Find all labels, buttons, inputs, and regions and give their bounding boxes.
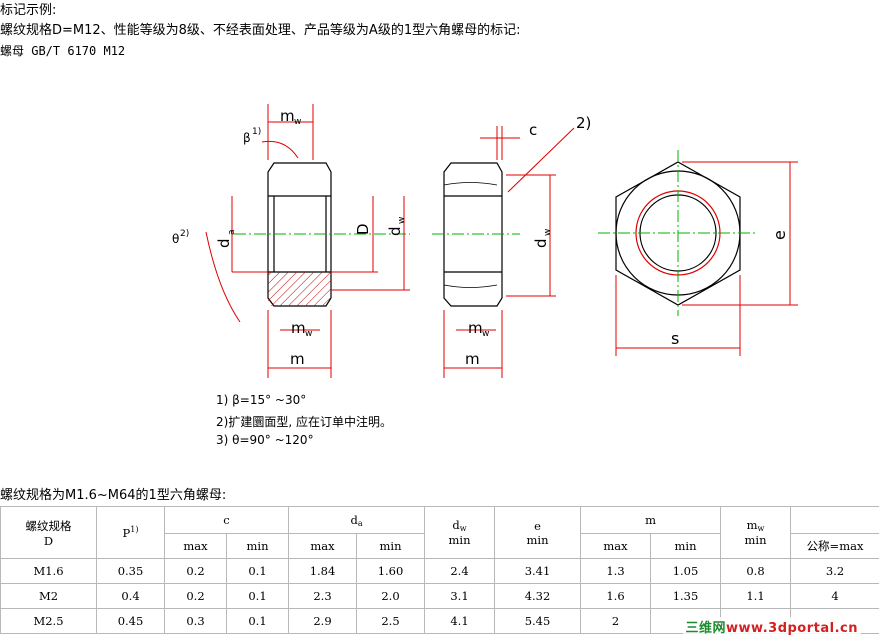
header-c: c <box>163 506 290 534</box>
table-cell: 4.32 <box>494 583 582 609</box>
label-theta: θ <box>172 232 179 246</box>
table-cell: 0.35 <box>96 558 165 584</box>
table-cell: 3.41 <box>494 558 582 584</box>
watermark: 三维网www.3dportal.cn <box>682 617 861 636</box>
header-da: da <box>288 506 426 534</box>
subheader-da-min: min <box>356 533 426 559</box>
subheader-m-max: max <box>580 533 652 559</box>
table-caption: 螺纹规格为M1.6~M64的1型六角螺母: <box>0 488 227 503</box>
label-mw-top: m <box>280 107 295 125</box>
table-header-row: 螺纹规格 D P1) c da dw min e min m mw min <box>0 506 879 559</box>
svg-text:1): 1) <box>252 127 261 137</box>
header-p: P1) <box>96 506 165 559</box>
table-cell: 2.0 <box>356 583 426 609</box>
label-dw-right: d <box>532 238 550 248</box>
table-cell: 2.4 <box>424 558 496 584</box>
hex-nut-drawing: m w β 1) θ 2) d a D d w m w m <box>172 104 798 378</box>
label-m-right: m <box>465 350 480 368</box>
svg-text:w: w <box>294 117 301 127</box>
spec-table: 螺纹规格 D P1) c da dw min e min m mw min ma… <box>0 506 879 634</box>
table-cell: M2.5 <box>0 608 97 634</box>
label-beta: β <box>243 131 251 145</box>
header-m: m <box>580 506 722 534</box>
table-cell: 2 <box>580 608 652 634</box>
subheader-c-max: max <box>164 533 227 559</box>
table-cell: M2 <box>0 583 97 609</box>
table-cell: 4 <box>790 583 879 609</box>
table-cell: 1.05 <box>650 558 722 584</box>
header-dw: dw min <box>424 506 496 559</box>
table-cell: 0.2 <box>164 558 227 584</box>
table-cell: 4.1 <box>424 608 496 634</box>
table-cell: 0.8 <box>720 558 792 584</box>
label-da: d <box>215 238 233 248</box>
label-m-left: m <box>290 350 305 368</box>
table-cell: 2.5 <box>356 608 426 634</box>
table-cell: 5.45 <box>494 608 582 634</box>
label-note-2: 2) <box>576 114 591 132</box>
table-cell: 1.6 <box>580 583 652 609</box>
label-mw-bottom: m <box>291 319 306 337</box>
label-dw-left: d <box>386 226 404 236</box>
header-s <box>790 506 879 534</box>
table-cell: 1.84 <box>288 558 358 584</box>
table-cell: 0.1 <box>225 608 290 634</box>
table-cell: 1.1 <box>720 583 792 609</box>
table-cell: 2.9 <box>288 608 358 634</box>
header-e: e min <box>494 506 582 559</box>
table-cell: 3.1 <box>424 583 496 609</box>
svg-text:w: w <box>543 229 553 236</box>
table-cell: 0.1 <box>225 583 290 609</box>
header-spec: 螺纹规格 D <box>0 506 97 559</box>
note-3: 3) θ=90° ~120° <box>216 433 314 447</box>
svg-text:w: w <box>305 329 312 339</box>
label-e: e <box>770 230 789 240</box>
example-text: 螺纹规格D=M12、性能等级为8级、不经表面处理、产品等级为A级的1型六角螺母的… <box>0 23 521 38</box>
hexagon-dimensions <box>615 161 798 356</box>
side-exterior-dimensions <box>443 126 575 378</box>
table-cell: 0.2 <box>164 583 227 609</box>
svg-text:2): 2) <box>180 229 189 239</box>
note-2: 2)扩建圜面型, 应在订单中注明。 <box>216 415 392 429</box>
side-section-labels: m w β 1) θ 2) d a D d w m w m <box>172 107 407 368</box>
table-cell: 1.35 <box>650 583 722 609</box>
label-mw-bottom-2: m <box>468 319 483 337</box>
subheader-c-min: min <box>225 533 290 559</box>
table-cell: 0.4 <box>96 583 165 609</box>
svg-text:a: a <box>227 229 237 235</box>
label-c: c <box>529 121 537 139</box>
watermark-url: www.3dportal.cn <box>726 621 858 636</box>
label-s: s <box>671 329 679 348</box>
subheader-s-nominal: 公称=max <box>790 533 879 559</box>
subheader-da-max: max <box>288 533 358 559</box>
table-cell: 2.3 <box>288 583 358 609</box>
header-mw: mw min <box>720 506 792 559</box>
note-1: 1) β=15° ~30° <box>216 393 307 407</box>
table-cell: M1.6 <box>0 558 97 584</box>
side-section-dimensions <box>205 104 410 378</box>
table-cell: 3.2 <box>790 558 879 584</box>
table-cell: 0.45 <box>96 608 165 634</box>
subheader-m-min: min <box>650 533 722 559</box>
table-cell: 1.60 <box>356 558 426 584</box>
marking-text: 螺母 GB/T 6170 M12 <box>0 44 126 58</box>
table-cell: 0.3 <box>164 608 227 634</box>
section-hatch <box>268 272 331 306</box>
hexagon-labels: e s <box>671 230 789 348</box>
label-D: D <box>354 223 372 235</box>
svg-text:w: w <box>397 217 407 224</box>
table-cell: 1.3 <box>580 558 652 584</box>
side-exterior-view <box>443 162 503 307</box>
table-cell: 0.1 <box>225 558 290 584</box>
table-subheader-row: max min max min max min 公称=max <box>1 533 879 559</box>
svg-text:w: w <box>482 329 489 339</box>
example-heading: 标记示例: <box>0 3 57 18</box>
side-exterior-labels: c 2) d w m w m <box>465 114 591 368</box>
